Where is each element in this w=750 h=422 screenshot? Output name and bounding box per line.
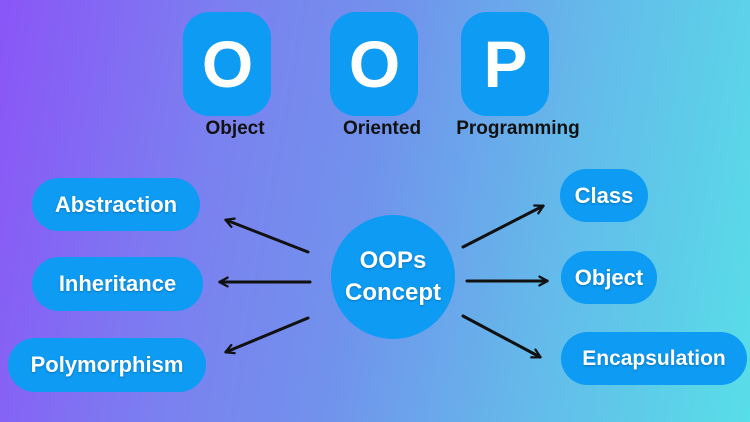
concept-node-object: Object — [561, 251, 657, 304]
letter-tile-o2: O — [330, 12, 418, 116]
tile-label-oriented: Oriented — [342, 118, 422, 139]
center-node-title-line1: OOPs — [359, 247, 427, 274]
tile-label-object: Object — [205, 118, 265, 139]
arrow-to-polymorphism — [224, 316, 310, 355]
arrow-to-abstraction — [224, 217, 310, 254]
tile-letter: O — [348, 27, 400, 101]
concept-node-encapsulation: Encapsulation — [561, 332, 747, 385]
letter-tile-p: P — [461, 12, 549, 116]
letter-tile-o1: O — [183, 12, 271, 116]
concept-node-class: Class — [560, 169, 648, 222]
tile-letter: P — [483, 27, 527, 101]
arrow-to-class — [461, 204, 545, 249]
concept-node-inheritance: Inheritance — [32, 257, 203, 311]
arrow-to-encapsulation — [461, 314, 542, 359]
concept-node-abstraction: Abstraction — [32, 178, 200, 231]
concept-node-polymorphism: Polymorphism — [8, 338, 206, 392]
tile-label-programming: Programming — [456, 118, 580, 139]
center-node-title-line2: Concept — [345, 279, 441, 306]
tile-letter: O — [201, 27, 253, 101]
center-node-oops-concept: OOPs Concept — [331, 215, 455, 339]
